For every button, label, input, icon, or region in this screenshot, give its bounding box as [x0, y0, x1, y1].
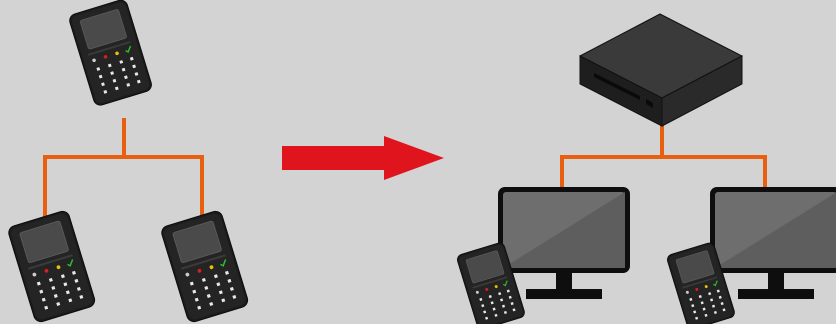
before-connector-lines — [45, 118, 202, 222]
monitor-icon — [710, 187, 836, 299]
server-box-icon — [580, 14, 742, 126]
before-group — [7, 0, 249, 323]
after-group — [456, 14, 836, 324]
handheld-terminal-icon — [7, 210, 96, 324]
handheld-terminal-icon — [68, 0, 153, 107]
handheld-terminal-icon — [160, 210, 249, 324]
monitor-icon — [498, 187, 630, 299]
right-arrow-icon — [282, 136, 444, 180]
after-connector-lines — [562, 120, 765, 188]
